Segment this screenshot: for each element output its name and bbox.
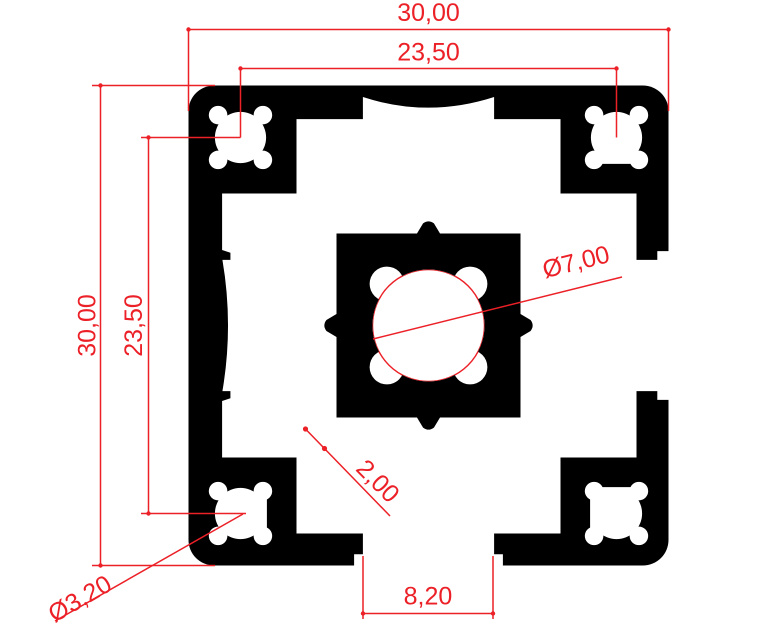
right-slot-channel <box>520 193 685 458</box>
corner-hole-bottom-right <box>584 481 649 546</box>
dimension-top-hole-spacing: 23,50 <box>238 39 619 138</box>
center-bore-marker-circle <box>371 268 486 383</box>
dimension-slot-opening: 8,20 <box>360 556 496 619</box>
dimension-slot-opening-label: 8,20 <box>404 583 453 611</box>
bottom-slot-channel <box>296 417 561 582</box>
dimension-left-height-label: 30,00 <box>74 294 102 357</box>
dimension-left-hole-spacing-label: 23,50 <box>120 294 148 357</box>
left-slot-cavity <box>222 193 337 458</box>
dimension-top-width: 30,00 <box>186 0 671 111</box>
profile-section <box>188 85 685 582</box>
dimension-left-hole-spacing: 23,50 <box>120 135 246 516</box>
dimension-top-hole-spacing-label: 23,50 <box>397 39 460 67</box>
dimension-left-height: 30,00 <box>74 83 215 568</box>
dimension-top-width-label: 30,00 <box>397 0 460 27</box>
dimension-corner-hole: Ø3,20 <box>44 513 244 628</box>
top-slot-cavity <box>296 97 561 234</box>
dimension-corner-hole-label: Ø3,20 <box>44 570 117 628</box>
